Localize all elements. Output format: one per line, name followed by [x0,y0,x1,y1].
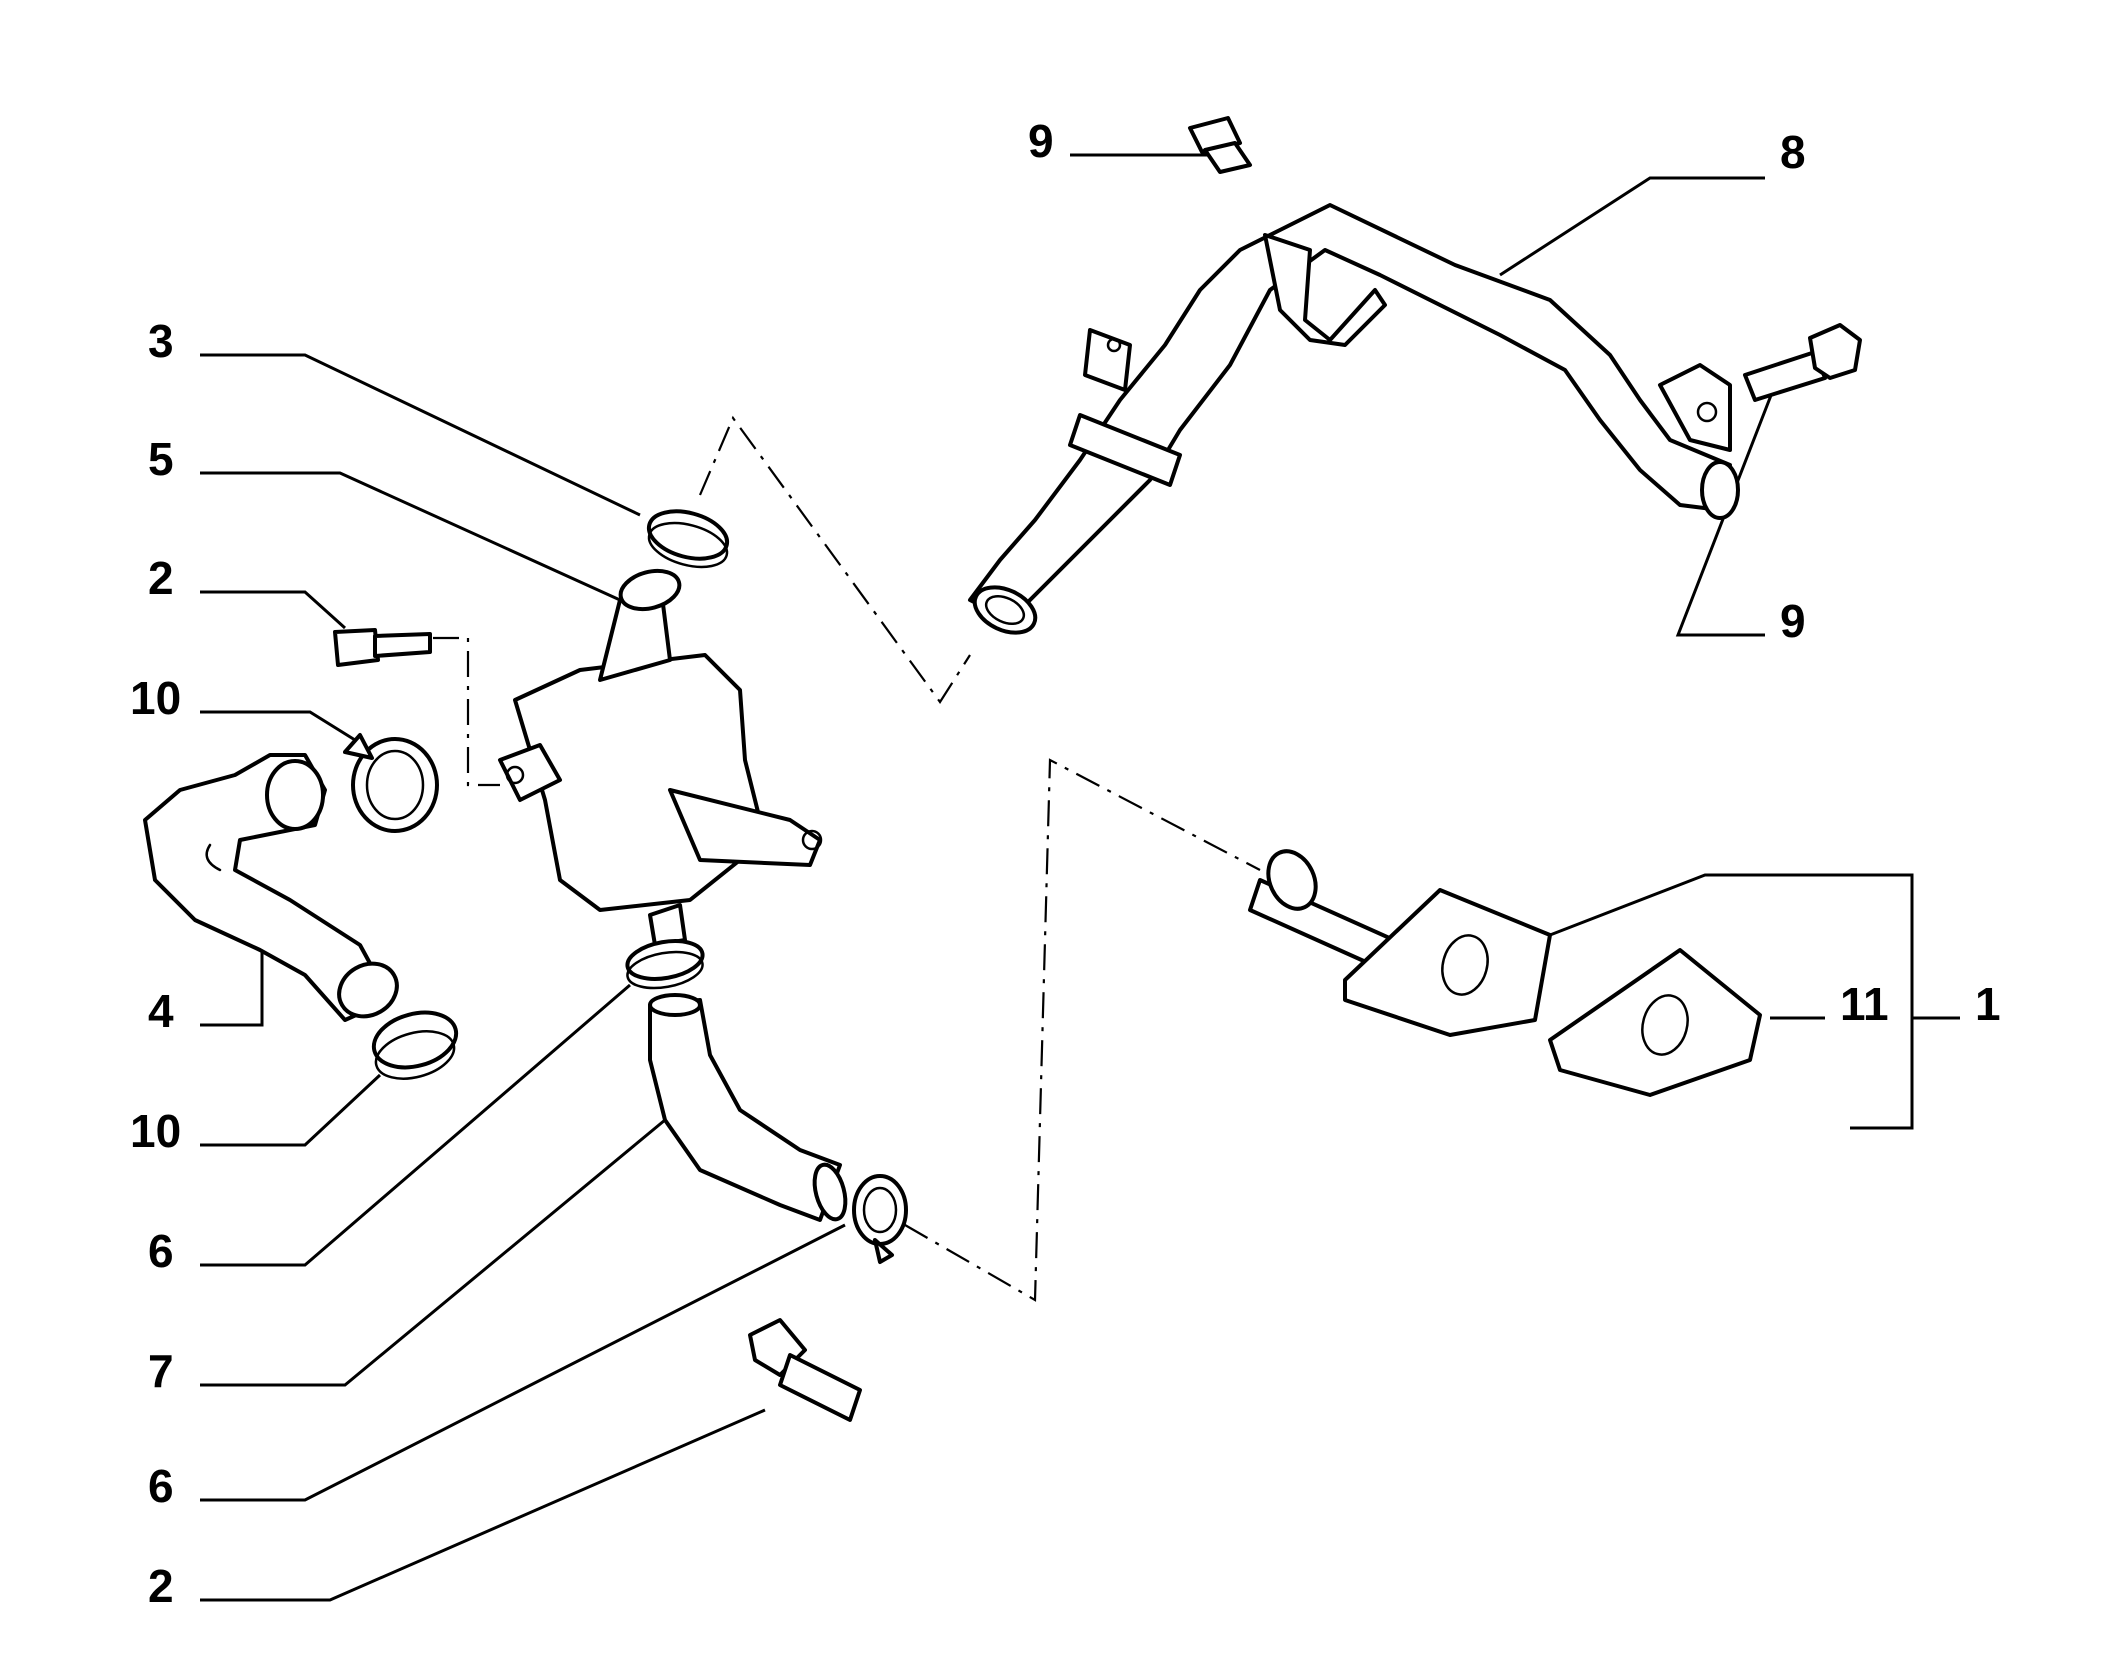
gasket-part-11 [1548,948,1762,1097]
label-9-top: 9 [1028,115,1054,167]
label-3: 3 [148,315,174,367]
label-9-right: 9 [1780,595,1806,647]
canister-part-5 [498,568,823,947]
bolt-part-2-top [333,628,432,667]
clamp-part-10-bottom [371,1010,459,1080]
bolt-part-2-bottom [748,1318,862,1422]
part-labels: 3 5 2 10 4 10 6 7 6 2 9 8 9 11 1 [130,115,2001,1612]
label-1: 1 [1975,978,2001,1030]
label-7: 7 [148,1345,174,1397]
label-5: 5 [148,433,174,485]
clamp-part-6-bottom [852,1174,908,1264]
clamp-part-3 [646,509,730,569]
bent-hose-part-7 [648,993,848,1222]
leader-lines [200,153,1960,1602]
clamp-part-6-top [625,939,705,990]
label-2-top: 2 [148,552,174,604]
label-6-bottom: 6 [148,1460,174,1512]
label-10-top: 10 [130,672,181,724]
clamp-part-10-top [343,733,439,833]
label-11: 11 [1840,978,1889,1030]
bolt-part-9-top [1188,116,1252,174]
assembly-lines [433,415,1261,1302]
elbow-hose-part-4 [143,753,399,1022]
flange-pipe-part-1 [1248,849,1552,1037]
label-4: 4 [148,985,174,1037]
bolt-part-9-right [1743,323,1862,402]
label-10-bottom: 10 [130,1105,181,1157]
label-6-top: 6 [148,1225,174,1277]
label-8: 8 [1780,126,1806,178]
pipe-assembly-part-8 [968,203,1740,635]
label-2-bottom: 2 [148,1560,174,1612]
